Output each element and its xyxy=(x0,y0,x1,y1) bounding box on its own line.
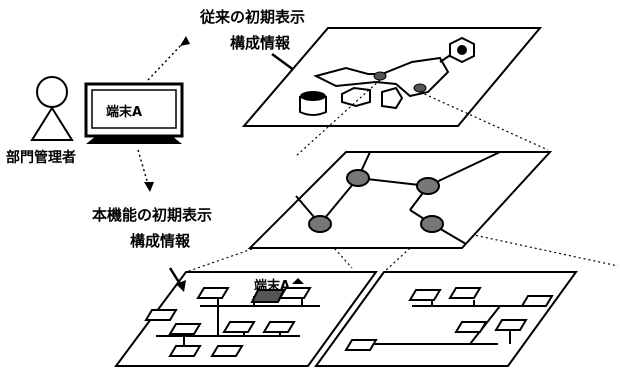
legacy-view-title: 従来の初期表示 xyxy=(199,8,305,26)
topology-node-2 xyxy=(416,177,440,195)
manager-body xyxy=(30,106,74,141)
detail-left-terminals xyxy=(144,287,312,357)
detail-plane-left xyxy=(114,271,378,367)
legacy-map-shapes xyxy=(299,36,475,116)
projection-top-right xyxy=(419,91,549,151)
detail-left-terminal-1 xyxy=(196,287,230,299)
arrow-to-new-view-head xyxy=(144,182,154,192)
new-topology-plane xyxy=(247,151,553,249)
detail-right-terminal-5 xyxy=(494,319,528,331)
topology-node-4 xyxy=(420,215,444,233)
detail-right-terminal-3 xyxy=(520,295,554,307)
topology-node-3 xyxy=(308,215,332,233)
legacy-cube-node xyxy=(381,86,404,110)
detail-left-terminal-3 xyxy=(144,309,178,321)
new-view-title: 本機能の初期表示 xyxy=(92,206,212,224)
detail-left-terminal-8 xyxy=(210,345,244,357)
monitor-stand xyxy=(86,136,182,144)
detail-left-terminal-4 xyxy=(168,323,202,335)
legacy-node-b xyxy=(413,83,427,93)
detail-right-terminal-6 xyxy=(344,339,378,351)
detail-left-terminal-7 xyxy=(168,345,202,357)
topology-link-6 xyxy=(427,151,501,187)
department-manager-figure xyxy=(30,76,74,141)
detail-left-terminal-a xyxy=(250,289,286,303)
arrow-to-new-view xyxy=(137,149,149,185)
arrow-to-legacy-view xyxy=(147,41,185,81)
detail-left-terminal-a-arrow xyxy=(292,278,304,284)
detail-left-terminal-5 xyxy=(222,321,256,333)
manager-head xyxy=(36,76,68,108)
new-view-subtitle: 構成情報 xyxy=(130,232,191,250)
topology-node-1 xyxy=(346,169,370,187)
legacy-node-a xyxy=(373,71,387,81)
arrow-to-legacy-view-head xyxy=(180,36,190,46)
terminal-a-monitor-label: 端末A xyxy=(106,104,142,120)
projection-left-node xyxy=(185,225,319,273)
detail-left-pointer-head xyxy=(176,280,186,292)
legacy-hex-center xyxy=(457,45,467,55)
legacy-cylinder-node xyxy=(299,96,327,116)
detail-right-terminal-1 xyxy=(408,289,442,301)
detail-right-terminal-4 xyxy=(454,321,488,333)
monitor-screen xyxy=(91,89,177,129)
legacy-view-subtitle: 構成情報 xyxy=(230,34,291,52)
projection-top-left xyxy=(295,79,381,157)
legacy-cylinder-top xyxy=(300,91,326,101)
topology-nodes xyxy=(308,169,444,233)
legacy-hex-node-2 xyxy=(341,86,371,108)
detail-left-pointer xyxy=(168,267,182,285)
detail-right-terminal-2 xyxy=(448,287,482,299)
manager-label: 部門管理者 xyxy=(6,149,76,166)
detail-right-terminals xyxy=(344,287,554,351)
terminal-a-monitor xyxy=(84,82,184,144)
detail-left-terminal-6 xyxy=(262,321,296,333)
